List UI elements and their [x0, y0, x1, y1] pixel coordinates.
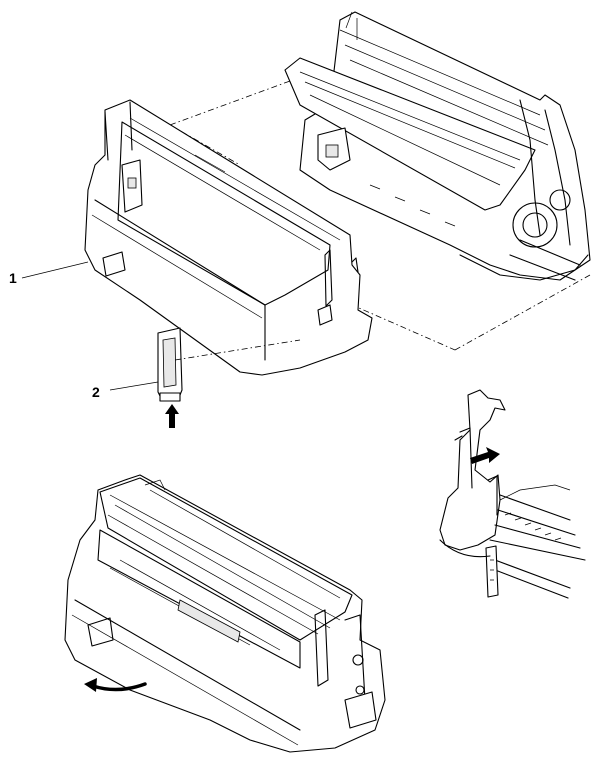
- assembled-printer: [64, 474, 386, 753]
- curved-arrow-icon: [84, 678, 147, 692]
- printer-mechanism: [169, 11, 591, 351]
- arrow-right-icon: [470, 447, 500, 464]
- detail-inset-side-latch: [439, 389, 586, 599]
- leader-line-2: [109, 381, 159, 391]
- front-cover-part-1: [84, 99, 373, 376]
- bracket-part-2: [157, 327, 301, 402]
- arrow-up-icon: [165, 404, 179, 428]
- leader-line-1: [21, 261, 89, 279]
- callout-label-2: 2: [92, 384, 100, 400]
- callout-label-1: 1: [9, 270, 17, 286]
